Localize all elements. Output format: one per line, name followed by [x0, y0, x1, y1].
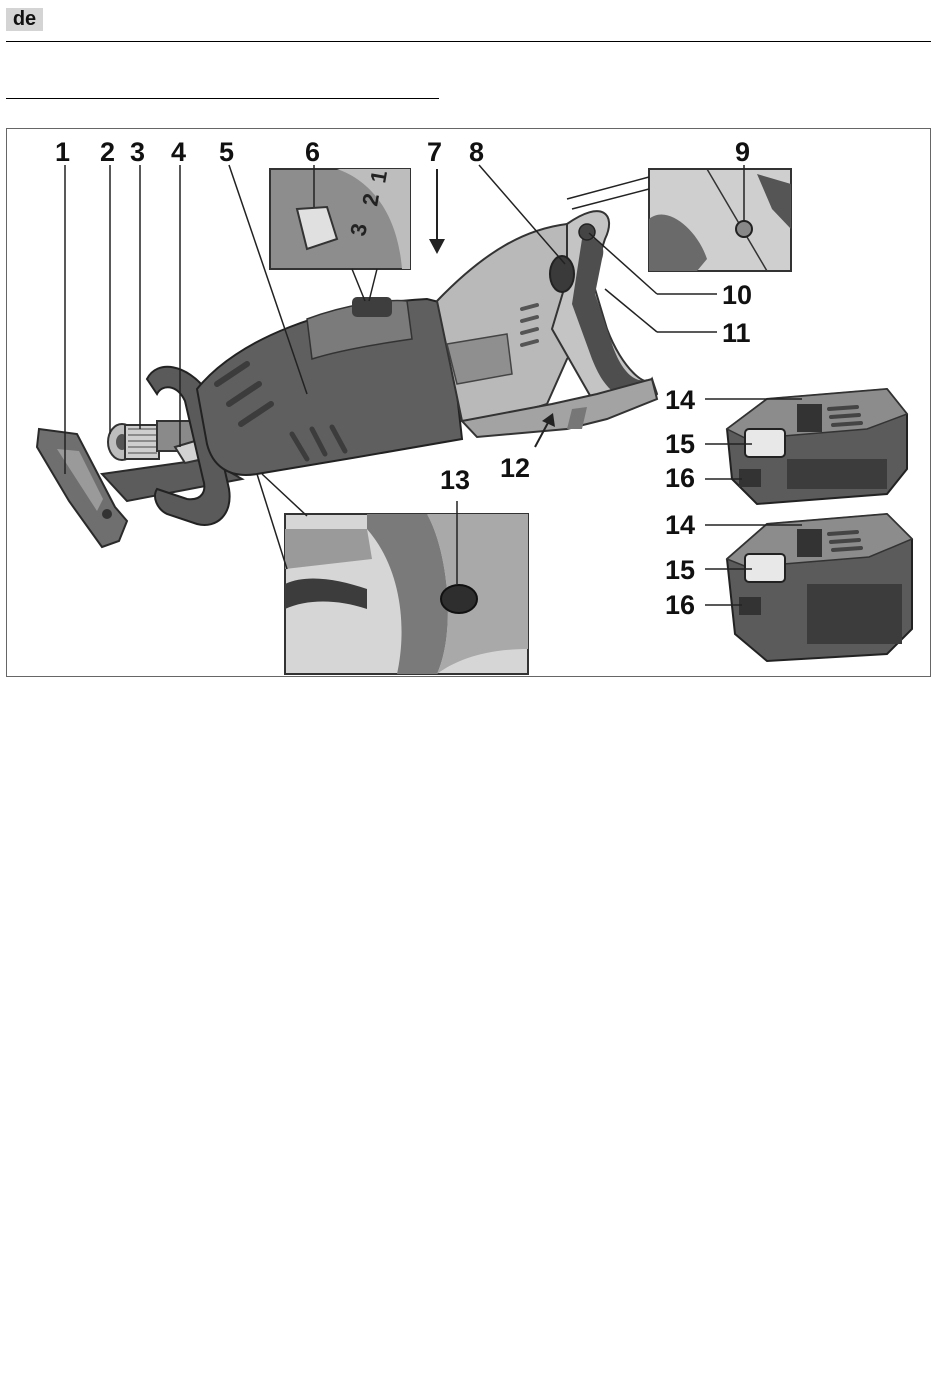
- callout-14: 14: [665, 385, 695, 415]
- battery-small-rail: [797, 404, 822, 432]
- stroke-dial: [352, 297, 392, 317]
- arrow-7-head: [429, 239, 445, 254]
- language-badge: de: [6, 8, 43, 31]
- callout-6: 6: [305, 137, 320, 167]
- battery-large-release-button: [745, 554, 785, 582]
- callout-16: 16: [665, 463, 695, 493]
- callout-2: 2: [100, 137, 115, 167]
- inset-13-leader-a: [257, 474, 287, 569]
- led-lamp: [736, 221, 752, 237]
- inset-stroke-dial: 3 2 1: [270, 168, 410, 269]
- battery-small: [727, 389, 907, 504]
- inset-release-button: [285, 514, 528, 674]
- callout-11: 11: [722, 318, 751, 348]
- callout-12: 12: [500, 453, 530, 483]
- callout-10: 10: [722, 280, 752, 310]
- callout-8: 8: [469, 137, 484, 167]
- callout-3: 3: [130, 137, 145, 167]
- battery-small-release-button: [745, 429, 785, 457]
- callout-7: 7: [427, 137, 442, 167]
- release-button: [441, 585, 477, 613]
- inset-6-leader-b: [369, 269, 377, 301]
- callout-14-large: 14: [665, 510, 695, 540]
- inset-led: [649, 169, 791, 271]
- callout-13: 13: [440, 465, 470, 495]
- saw-drawing: 3 2 1: [7, 129, 931, 677]
- inset-6-leader-a: [352, 269, 365, 301]
- battery-small-charge-indicator: [739, 469, 761, 487]
- callout-15-large: 15: [665, 555, 695, 585]
- clamp-sleeve: [125, 425, 159, 459]
- battery-large-charge-indicator: [739, 597, 761, 615]
- callout-1: 1: [55, 137, 70, 167]
- battery-large: [727, 514, 912, 661]
- section-rule: [6, 98, 439, 99]
- callout-15: 15: [665, 429, 695, 459]
- lock-button: [579, 224, 595, 240]
- header-rule: [6, 41, 931, 42]
- inset-9-leader-a: [567, 177, 649, 199]
- shoe-screw: [102, 509, 112, 519]
- callout-5: 5: [219, 137, 234, 167]
- callout-9: 9: [735, 137, 750, 167]
- callout-16-large: 16: [665, 590, 695, 620]
- product-illustration: 3 2 1: [6, 128, 931, 677]
- inset-9-leader-b: [572, 189, 649, 209]
- battery-large-rail: [797, 529, 822, 557]
- callout-4: 4: [171, 137, 186, 167]
